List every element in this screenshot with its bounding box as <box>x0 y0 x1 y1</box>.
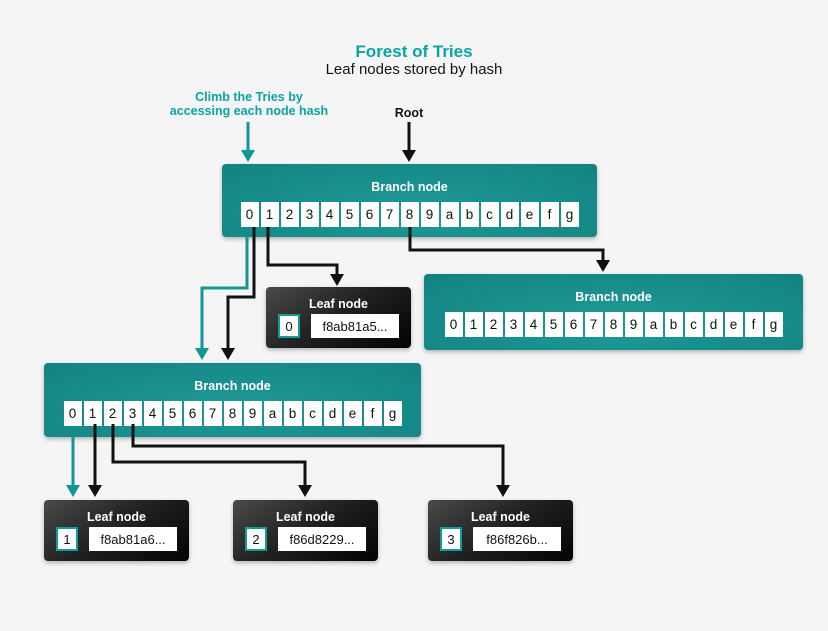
page-subtitle: Leaf nodes stored by hash <box>325 61 503 78</box>
hash-cell-8: 8 <box>604 312 623 337</box>
hash-cell-2: 2 <box>484 312 503 337</box>
leaf-hash-value: f8ab81a5... <box>311 314 399 338</box>
climb-annotation: Climb the Tries by accessing each node h… <box>169 90 329 118</box>
hash-cell-4: 4 <box>143 401 162 426</box>
hash-cell-8: 8 <box>223 401 242 426</box>
hash-cell-f: f <box>363 401 382 426</box>
hash-cell-f: f <box>540 202 559 227</box>
hash-cell-1: 1 <box>260 202 279 227</box>
leaf-node-0: Leaf node 0 f8ab81a5... <box>266 287 411 348</box>
leaf-node-3: Leaf node 3 f86f826b... <box>428 500 573 561</box>
hash-cell-3: 3 <box>504 312 523 337</box>
leaf-index-cell: 1 <box>56 527 78 551</box>
leaf-hash-value: f8ab81a6... <box>89 527 177 551</box>
hash-cell-a: a <box>644 312 663 337</box>
hash-cell-g: g <box>560 202 579 227</box>
arrow-rootcell0-to-left-branch <box>221 227 256 360</box>
leaf-node-label: Leaf node <box>86 510 147 524</box>
hash-cell-5: 5 <box>544 312 563 337</box>
hash-cell-9: 9 <box>243 401 262 426</box>
hash-cell-8: 8 <box>400 202 419 227</box>
hash-cell-6: 6 <box>183 401 202 426</box>
hash-cell-3: 3 <box>123 401 142 426</box>
hash-cell-c: c <box>303 401 322 426</box>
hash-cell-f: f <box>744 312 763 337</box>
hash-cell-2: 2 <box>103 401 122 426</box>
hash-cell-e: e <box>343 401 362 426</box>
hash-cell-7: 7 <box>203 401 222 426</box>
leaf-node-content: 3 f86f826b... <box>440 527 561 551</box>
hash-cell-c: c <box>684 312 703 337</box>
leaf-node-label: Leaf node <box>470 510 531 524</box>
hash-cell-b: b <box>460 202 479 227</box>
leaf-node-content: 1 f8ab81a6... <box>56 527 177 551</box>
leaf-hash-value: f86d8229... <box>278 527 366 551</box>
hash-cell-6: 6 <box>564 312 583 337</box>
hash-cell-e: e <box>520 202 539 227</box>
hash-cell-a: a <box>263 401 282 426</box>
leaf-hash-value: f86f826b... <box>473 527 561 551</box>
leaf-node-content: 2 f86d8229... <box>245 527 366 551</box>
branch-node-label: Branch node <box>194 379 271 393</box>
branch-node-label: Branch node <box>371 180 448 194</box>
hash-cell-0: 0 <box>63 401 82 426</box>
hash-cell-0: 0 <box>444 312 463 337</box>
leaf-index-cell: 3 <box>440 527 462 551</box>
hash-cell-7: 7 <box>584 312 603 337</box>
hash-cell-9: 9 <box>624 312 643 337</box>
hash-cell-g: g <box>383 401 402 426</box>
page-title: Forest of Tries <box>355 42 473 61</box>
leaf-node-label: Leaf node <box>275 510 336 524</box>
leaf-index-cell: 2 <box>245 527 267 551</box>
leaf-node-content: 0 f8ab81a5... <box>278 314 399 338</box>
hash-cell-7: 7 <box>380 202 399 227</box>
hash-cell-b: b <box>283 401 302 426</box>
hash-cell-2: 2 <box>280 202 299 227</box>
hash-cell-a: a <box>440 202 459 227</box>
hash-cell-c: c <box>480 202 499 227</box>
hash-cell-d: d <box>323 401 342 426</box>
hash-cell-6: 6 <box>360 202 379 227</box>
hash-cell-3: 3 <box>300 202 319 227</box>
hash-cell-5: 5 <box>340 202 359 227</box>
hash-cell-4: 4 <box>524 312 543 337</box>
hash-cell-4: 4 <box>320 202 339 227</box>
hash-cell-1: 1 <box>83 401 102 426</box>
leaf-node-1: Leaf node 1 f8ab81a6... <box>44 500 189 561</box>
hash-cell-g: g <box>764 312 783 337</box>
hash-cell-d: d <box>500 202 519 227</box>
hash-cell-9: 9 <box>420 202 439 227</box>
hash-cell-5: 5 <box>163 401 182 426</box>
branch-node-label: Branch node <box>575 290 652 304</box>
hash-cell-1: 1 <box>464 312 483 337</box>
leaf-index-cell: 0 <box>278 314 300 338</box>
arrow-climb-to-left-branch <box>195 237 249 360</box>
hash-cell-b: b <box>664 312 683 337</box>
hash-cell-d: d <box>704 312 723 337</box>
hash-cell-0: 0 <box>240 202 259 227</box>
root-annotation: Root <box>394 106 424 120</box>
leaf-node-label: Leaf node <box>308 297 369 311</box>
leaf-node-2: Leaf node 2 f86d8229... <box>233 500 378 561</box>
hash-cell-e: e <box>724 312 743 337</box>
